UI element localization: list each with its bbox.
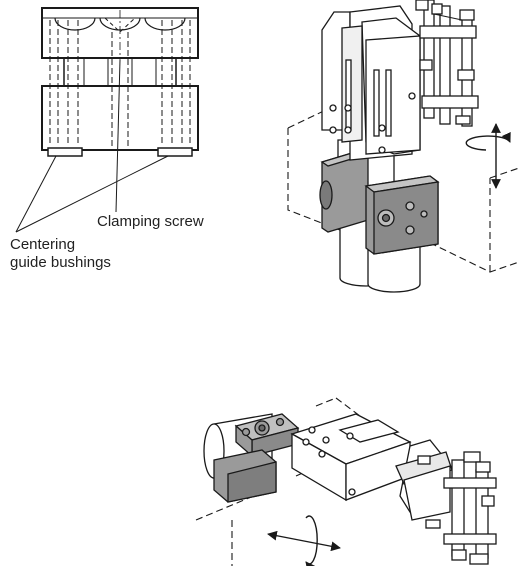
centering-label-line2: guide bushings — [10, 254, 111, 271]
rotation-arrow-icon — [465, 131, 511, 151]
vertical-assembly — [287, 0, 519, 293]
horizontal-arrow-icon — [267, 530, 341, 552]
centering-label-line1: Centering — [10, 236, 76, 253]
horizontal-assembly — [195, 397, 497, 566]
clamping-screw-label: Clamping screw — [97, 213, 204, 230]
technical-drawing — [15, 7, 199, 233]
rotation-arrow-icon — [305, 515, 318, 566]
